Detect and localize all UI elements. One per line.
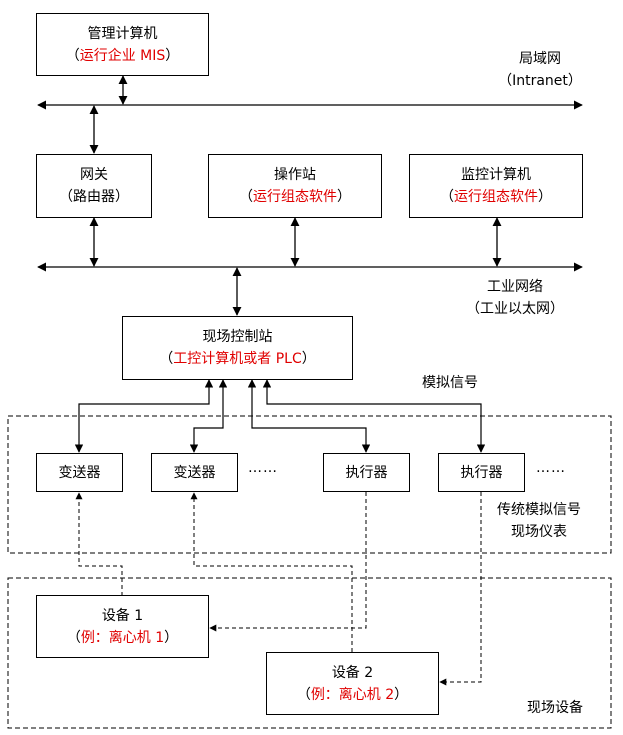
node-subtitle: 例：离心机 1 [80, 629, 165, 646]
node-title: 管理计算机 [87, 25, 158, 42]
transmitter-2-node: 变送器 [151, 453, 238, 492]
device2-transmitter2-link [190, 492, 353, 652]
node-subtitle: 例：离心机 2 [310, 686, 395, 703]
transmitter-1-node: 变送器 [36, 453, 123, 492]
actuator2-device2-link [439, 492, 482, 686]
actuator1-device1-link [209, 492, 367, 632]
lan-label: 局域网 （Intranet） [498, 51, 582, 89]
device1-transmitter1-link [75, 492, 123, 596]
ellipsis-2: …… [536, 460, 566, 476]
management-computer-node: 管理计算机 （运行企业 MIS） [36, 13, 209, 76]
fs-transmitter2-link [189, 379, 228, 453]
node-title: 监控计算机 [461, 167, 531, 183]
actuator-2-node: 执行器 [438, 453, 525, 492]
node-title: 现场控制站 [202, 329, 273, 345]
node-title: 设备 2 [331, 664, 374, 681]
node-title: 操作站 [274, 167, 316, 183]
node-subtitle: 路由器 [73, 189, 115, 205]
device-2-node: 设备 2 （例：离心机 2） [266, 652, 439, 715]
field-devices-label: 现场设备 [527, 700, 583, 716]
node-title: 执行器 [460, 464, 503, 481]
field-instruments-region [7, 415, 612, 554]
fs-actuator2-link [262, 379, 486, 453]
analog-signal-label: 模拟信号 [422, 375, 478, 391]
node-subtitle: 运行组态软件 [454, 189, 538, 205]
field-control-station-node: 现场控制站 （工控计算机或者 PLC） [122, 316, 353, 380]
device-1-node: 设备 1 （例：离心机 1） [36, 595, 209, 658]
operator-station-node: 操作站 （运行组态软件） [208, 154, 382, 218]
industrial-network-label: 工业网络 （工业以太网） [466, 279, 564, 317]
node-title: 变送器 [173, 464, 216, 481]
node-title: 设备 1 [101, 607, 144, 624]
actuator-1-node: 执行器 [323, 453, 410, 492]
gateway-node: 网关 （路由器） [36, 154, 152, 218]
traditional-instruments-label: 传统模拟信号 现场仪表 [497, 502, 581, 540]
node-subtitle: 工控计算机或者 PLC [173, 351, 302, 367]
node-subtitle: 运行企业 MIS [79, 47, 166, 64]
node-title: 变送器 [58, 464, 101, 481]
node-subtitle: 运行组态软件 [253, 189, 337, 205]
ellipsis-1: …… [248, 460, 278, 476]
node-title: 网关 [80, 167, 108, 183]
node-title: 执行器 [345, 464, 388, 481]
monitor-computer-node: 监控计算机 （运行组态软件） [409, 154, 583, 218]
